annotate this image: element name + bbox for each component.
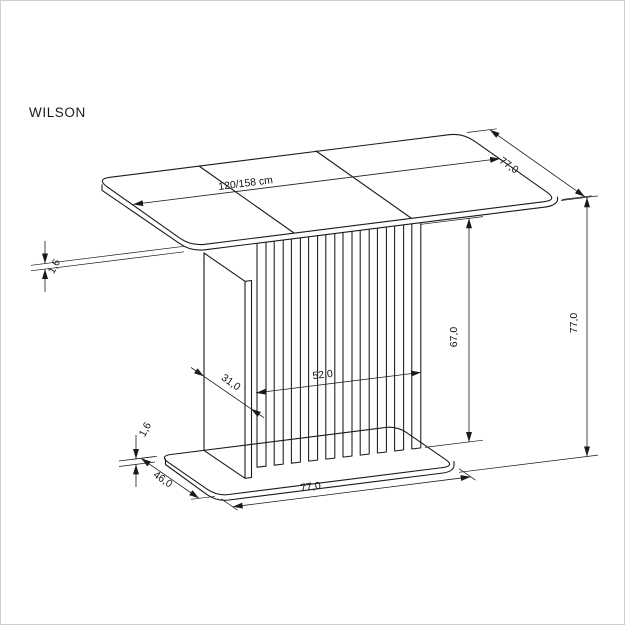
dim-total-height-label: 77,0 <box>568 313 580 334</box>
tabletop <box>101 133 559 251</box>
base-bottom-edge <box>164 458 455 501</box>
dim-slat-width-label: 52,0 <box>312 368 334 382</box>
dim-slat-width: 52,0 <box>255 368 422 395</box>
dim-total-height: 77,0 <box>458 195 599 473</box>
dim-panel-width: 31,0 <box>190 367 265 419</box>
dim-base-thickness: 1,6 <box>118 420 156 487</box>
dim-base-thickness-label: 1,6 <box>137 420 155 439</box>
pedestal-slat <box>325 233 336 460</box>
dim-top-depth: 77,0 <box>466 128 592 200</box>
pedestal-slat <box>273 240 284 466</box>
dim-pedestal-height: 67,0 <box>420 216 484 448</box>
tabletop-extension-seam-left <box>198 165 295 234</box>
pedestal-slat <box>256 242 267 468</box>
pedestal-slat <box>411 222 422 450</box>
pedestal-slat <box>342 231 353 458</box>
pedestal-slat <box>308 235 319 462</box>
dim-base-length: 77,0 <box>220 468 476 511</box>
product-title: WILSON <box>29 105 86 120</box>
dim-pedestal-height-label: 67,0 <box>448 327 460 348</box>
dim-panel-width-label: 31,0 <box>219 372 243 394</box>
dim-base-depth: 46,0 <box>132 455 216 500</box>
pedestal-slat <box>359 229 370 456</box>
tabletop-top-surface <box>101 133 553 246</box>
pedestal-panel-outline <box>203 252 253 479</box>
dim-base-depth-label: 46,0 <box>151 469 175 491</box>
dim-top-length: 120/158 cm <box>133 156 501 207</box>
tabletop-extension-seam-right <box>315 150 412 219</box>
dim-top-depth-label: 77,0 <box>497 155 521 177</box>
dim-top-thickness: 1,6 <box>30 241 185 292</box>
dim-base-length-label: 77,0 <box>300 480 322 494</box>
pedestal-slat <box>394 224 405 452</box>
tabletop-bottom-edge <box>101 184 559 251</box>
pedestal-panel <box>203 252 253 479</box>
dim-top-thickness-label: 1,6 <box>46 257 64 276</box>
pedestal-slat <box>290 237 301 464</box>
pedestal-slat <box>376 227 387 454</box>
pedestal-slats <box>256 222 422 468</box>
